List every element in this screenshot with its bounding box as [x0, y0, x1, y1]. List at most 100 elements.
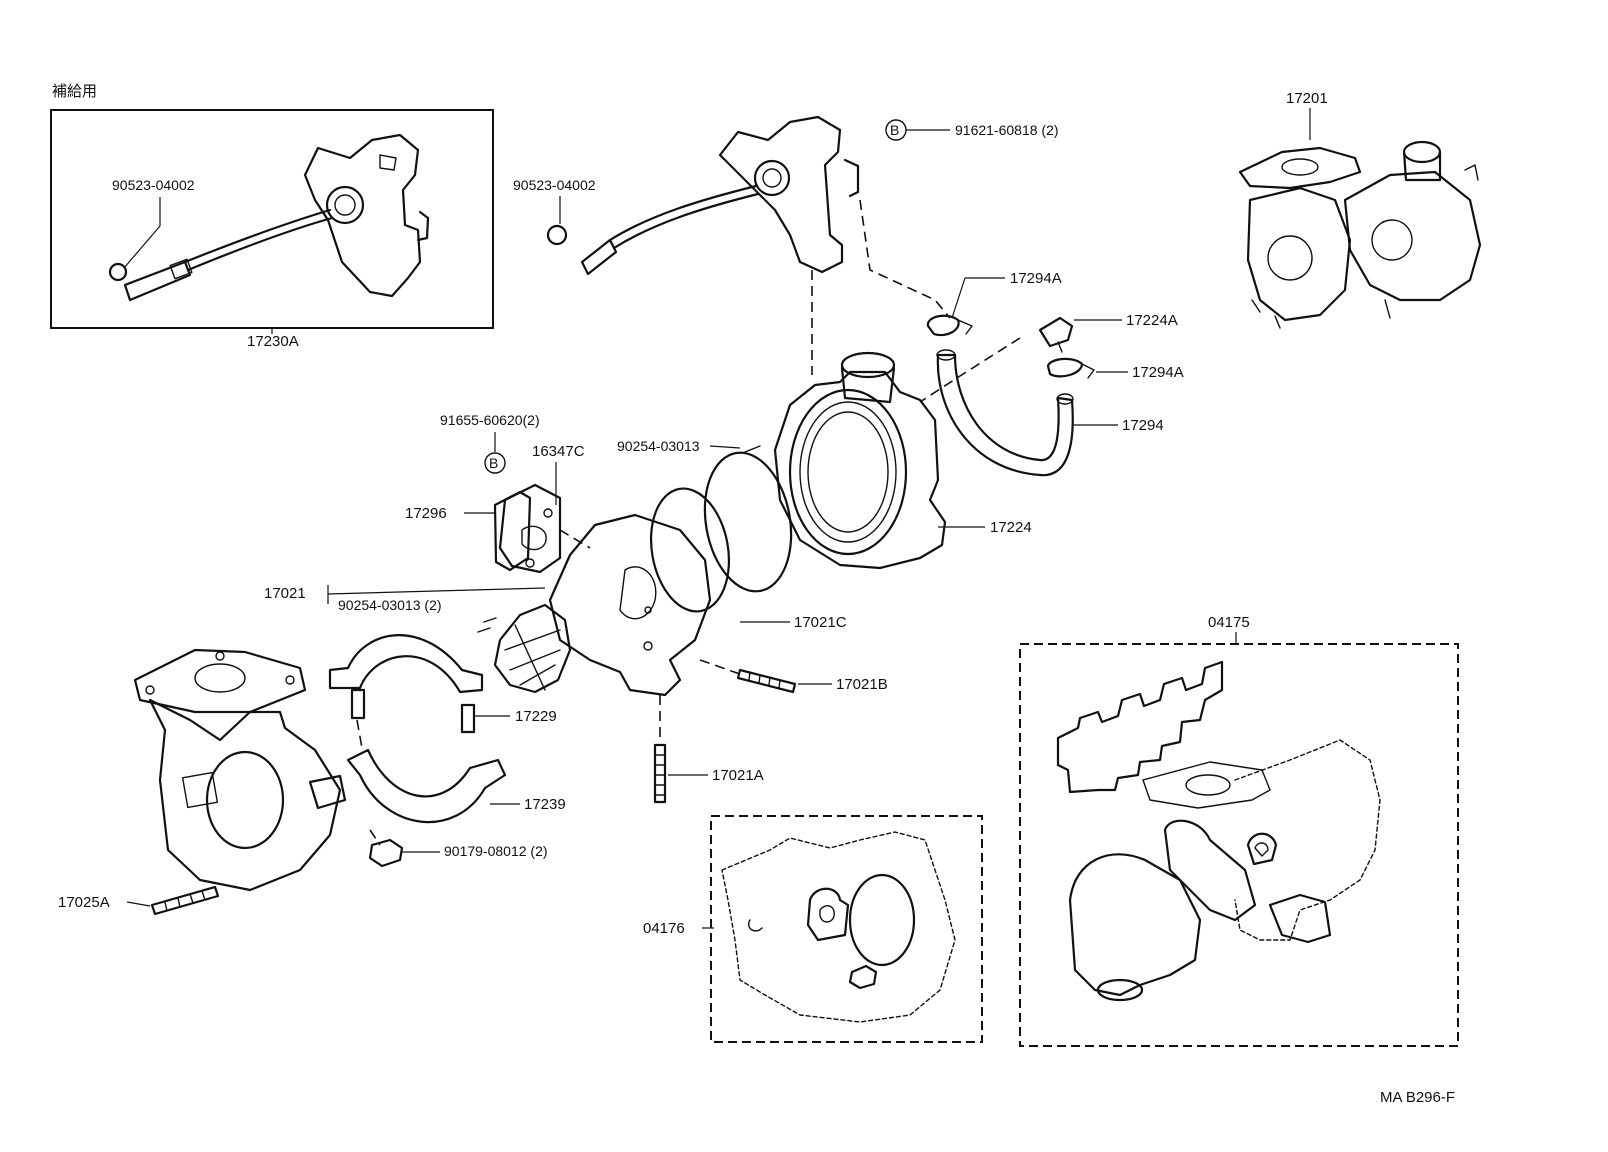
marker-b-left-label: B — [489, 455, 498, 471]
compressor-outlet-ring — [788, 388, 908, 556]
clamp-17239 — [346, 748, 507, 824]
kit-04175-manifold-gasket — [1056, 660, 1224, 794]
kit-04176-frame — [710, 815, 983, 1043]
kit-04176-clip — [748, 919, 763, 932]
stud-17021A — [653, 743, 667, 804]
actuator-diaphragm — [753, 159, 791, 197]
actuator-rod — [608, 184, 758, 242]
callout-04175: 04175 — [1208, 614, 1250, 631]
stud-17021B — [736, 668, 797, 694]
clamp-17229-bolt-right — [460, 703, 476, 734]
pin-90254-top — [744, 445, 761, 453]
callout-17021B: 17021B — [836, 676, 888, 693]
turbine-wheel — [493, 603, 572, 694]
callout-90254-03013-top: 90254-03013 — [617, 438, 700, 454]
center-housing-body — [548, 513, 712, 697]
callout-17294: 17294 — [1122, 417, 1164, 434]
inset-rod-end — [123, 260, 192, 302]
clip-90523-icon — [546, 224, 568, 246]
callout-04176: 04176 — [643, 920, 685, 937]
inset-header-note: 補給用 — [52, 83, 97, 100]
callout-17239: 17239 — [524, 796, 566, 813]
kit-04175-elbow-ring — [1096, 978, 1144, 1002]
kit-04175-elbow — [1068, 853, 1202, 997]
turbocharger-assembly-17201: 17201 — [1238, 90, 1482, 329]
actuator-assembly: 90523-04002 B 91621-60818 (2) — [513, 115, 1059, 375]
compressor-housing-body — [773, 370, 947, 570]
actuator-rod-end — [580, 238, 618, 276]
o-ring-large — [703, 451, 793, 593]
callout-90179-08012: 90179-08012 (2) — [444, 843, 548, 859]
nut-90179-08012 — [368, 838, 404, 868]
callout-17021: 17021 — [264, 585, 306, 602]
turbo-assembly-turbine — [1246, 186, 1352, 322]
kit-04176-nut — [848, 964, 878, 990]
inset-actuator-rod — [183, 208, 332, 264]
plate-16347C — [498, 483, 562, 574]
kit-04175-flange-gasket — [1142, 761, 1271, 809]
kit-04175-oil-gasket — [1268, 893, 1332, 944]
callout-17224: 17224 — [990, 519, 1032, 536]
diagram-code: MA B296-F — [1380, 1089, 1455, 1106]
marker-b-top-label: B — [890, 122, 899, 138]
callout-17230A: 17230A — [247, 333, 299, 350]
callout-16347C: 16347C — [532, 443, 585, 460]
hose-17294 — [936, 353, 1074, 477]
center-housing-cartridge: 17021 90254-03013 (2) 17021B 17021A — [264, 513, 888, 804]
turbo-assembly-compressor — [1343, 170, 1482, 302]
inset-clip-icon — [108, 262, 128, 282]
turbine-housing-flange — [133, 648, 307, 714]
clamp-17294A-mid — [1046, 357, 1084, 378]
callout-17224A: 17224A — [1126, 312, 1178, 329]
inset-frame — [50, 109, 494, 329]
callout-17201: 17201 — [1286, 90, 1328, 107]
inset-actuator-bracket — [303, 133, 422, 298]
callout-91621-60818: 91621-60818 (2) — [955, 122, 1059, 138]
callout-17296: 17296 — [405, 505, 447, 522]
center-housing-port — [619, 566, 657, 620]
callout-17021C: 17021C — [794, 614, 847, 631]
callout-17294A-top: 17294A — [1010, 270, 1062, 287]
turbine-housing: 17025A — [58, 648, 347, 916]
callout-91655-60620: 91655-60620(2) — [440, 412, 540, 428]
hose-group: 17294A 17224A 17294A 17294 — [919, 270, 1184, 477]
marker-b-left — [484, 452, 506, 474]
turbine-housing-body — [148, 698, 342, 892]
callout-90254-03013-pair: 90254-03013 (2) — [338, 597, 442, 613]
clamp-17229 — [328, 634, 484, 694]
inset-supply-part: 補給用 90523-04002 17230A — [50, 83, 494, 350]
pin-pair-90254 — [477, 617, 497, 633]
snap-ring-17021C — [649, 487, 731, 613]
turbo-assembly-flange — [1238, 146, 1362, 190]
callout-17294A-mid: 17294A — [1132, 364, 1184, 381]
turbine-housing-outlet — [205, 750, 285, 850]
kit-04175: 04175 — [1019, 614, 1459, 1047]
kit-04176-ring — [848, 873, 916, 967]
kit-04175-housing-outline — [1234, 739, 1381, 941]
kit-04176-gasket-outline — [721, 831, 956, 1023]
callout-17025A: 17025A — [58, 894, 110, 911]
union-17224A — [1038, 316, 1074, 348]
actuator-bracket — [718, 115, 844, 274]
kit-04175-outlet-gasket — [1163, 819, 1257, 922]
gasket-17296 — [493, 490, 532, 572]
clamp-17294A-top — [926, 314, 960, 337]
callout-17021A: 17021A — [712, 767, 764, 784]
gasket-plate-group: B 91655-60620(2) 16347C 17296 — [405, 412, 591, 574]
inset-actuator-diaphragm — [325, 185, 365, 225]
turbo-assembly-inlet — [1402, 140, 1442, 164]
clamp-17229-bolt-left — [350, 688, 366, 720]
kit-04175-frame — [1019, 643, 1459, 1047]
clamp-group: 17229 17239 90179-08012 (2) — [328, 634, 566, 868]
callout-17229: 17229 — [515, 708, 557, 725]
stud-17025A — [150, 885, 220, 916]
compressor-housing: 17224 90254-03013 — [617, 351, 1032, 570]
kit-04176-gasket — [806, 887, 850, 942]
seal-rings: 17021C — [649, 451, 847, 631]
kit-04176: 04176 — [643, 815, 983, 1043]
callout-90523-04002: 90523-04002 — [513, 177, 596, 193]
compressor-inlet-flange — [840, 351, 896, 379]
callout-90523-04002-inset: 90523-04002 — [112, 177, 195, 193]
kit-04175-small-gasket — [1246, 832, 1278, 866]
